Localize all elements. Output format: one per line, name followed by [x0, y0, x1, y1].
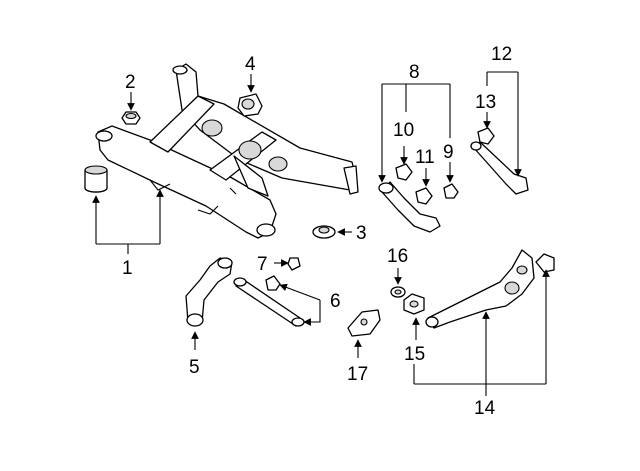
leader-lines: [92, 71, 550, 396]
callout-17: 17: [347, 364, 368, 385]
lateral-link-5: [185, 257, 233, 327]
washer-16: [390, 286, 406, 298]
bushing-2: [121, 111, 141, 125]
callout-16: 16: [387, 246, 408, 267]
callout-15: 15: [404, 344, 425, 365]
callout-labels: 1 2 3 4 5 6 7 8 9 10 11 12 13 14 15 16 1…: [122, 44, 512, 419]
bushing-10: [395, 163, 413, 181]
callout-13: 13: [475, 92, 496, 113]
callout-11: 11: [415, 147, 435, 168]
callout-7: 7: [257, 254, 268, 275]
bushing-9: [443, 183, 459, 199]
bushing-6: [265, 275, 281, 291]
callout-3: 3: [356, 223, 367, 244]
callout-9: 9: [443, 142, 454, 163]
arm-12: [470, 141, 529, 195]
callout-10: 10: [393, 120, 414, 141]
trailing-arm-14: [425, 249, 535, 329]
callout-12: 12: [491, 44, 512, 65]
callout-6: 6: [330, 291, 341, 312]
callout-4: 4: [245, 54, 256, 75]
callout-2: 2: [125, 72, 136, 93]
callout-8: 8: [409, 62, 420, 83]
callout-1: 1: [122, 258, 133, 279]
rear-subframe: [95, 63, 359, 239]
subframe-bushing-left: [84, 165, 108, 193]
trailing-rod-6: [233, 277, 305, 327]
bushing-14: [535, 253, 555, 273]
bracket-17: [347, 309, 381, 337]
bushing-15: [403, 293, 425, 315]
upper-arm-8: [378, 181, 441, 233]
callout-14: 14: [474, 398, 496, 419]
washer-3: [312, 225, 336, 239]
callout-5: 5: [189, 357, 200, 378]
mount-4: [237, 93, 263, 117]
nut-7: [287, 257, 301, 271]
bushing-11: [415, 187, 433, 205]
